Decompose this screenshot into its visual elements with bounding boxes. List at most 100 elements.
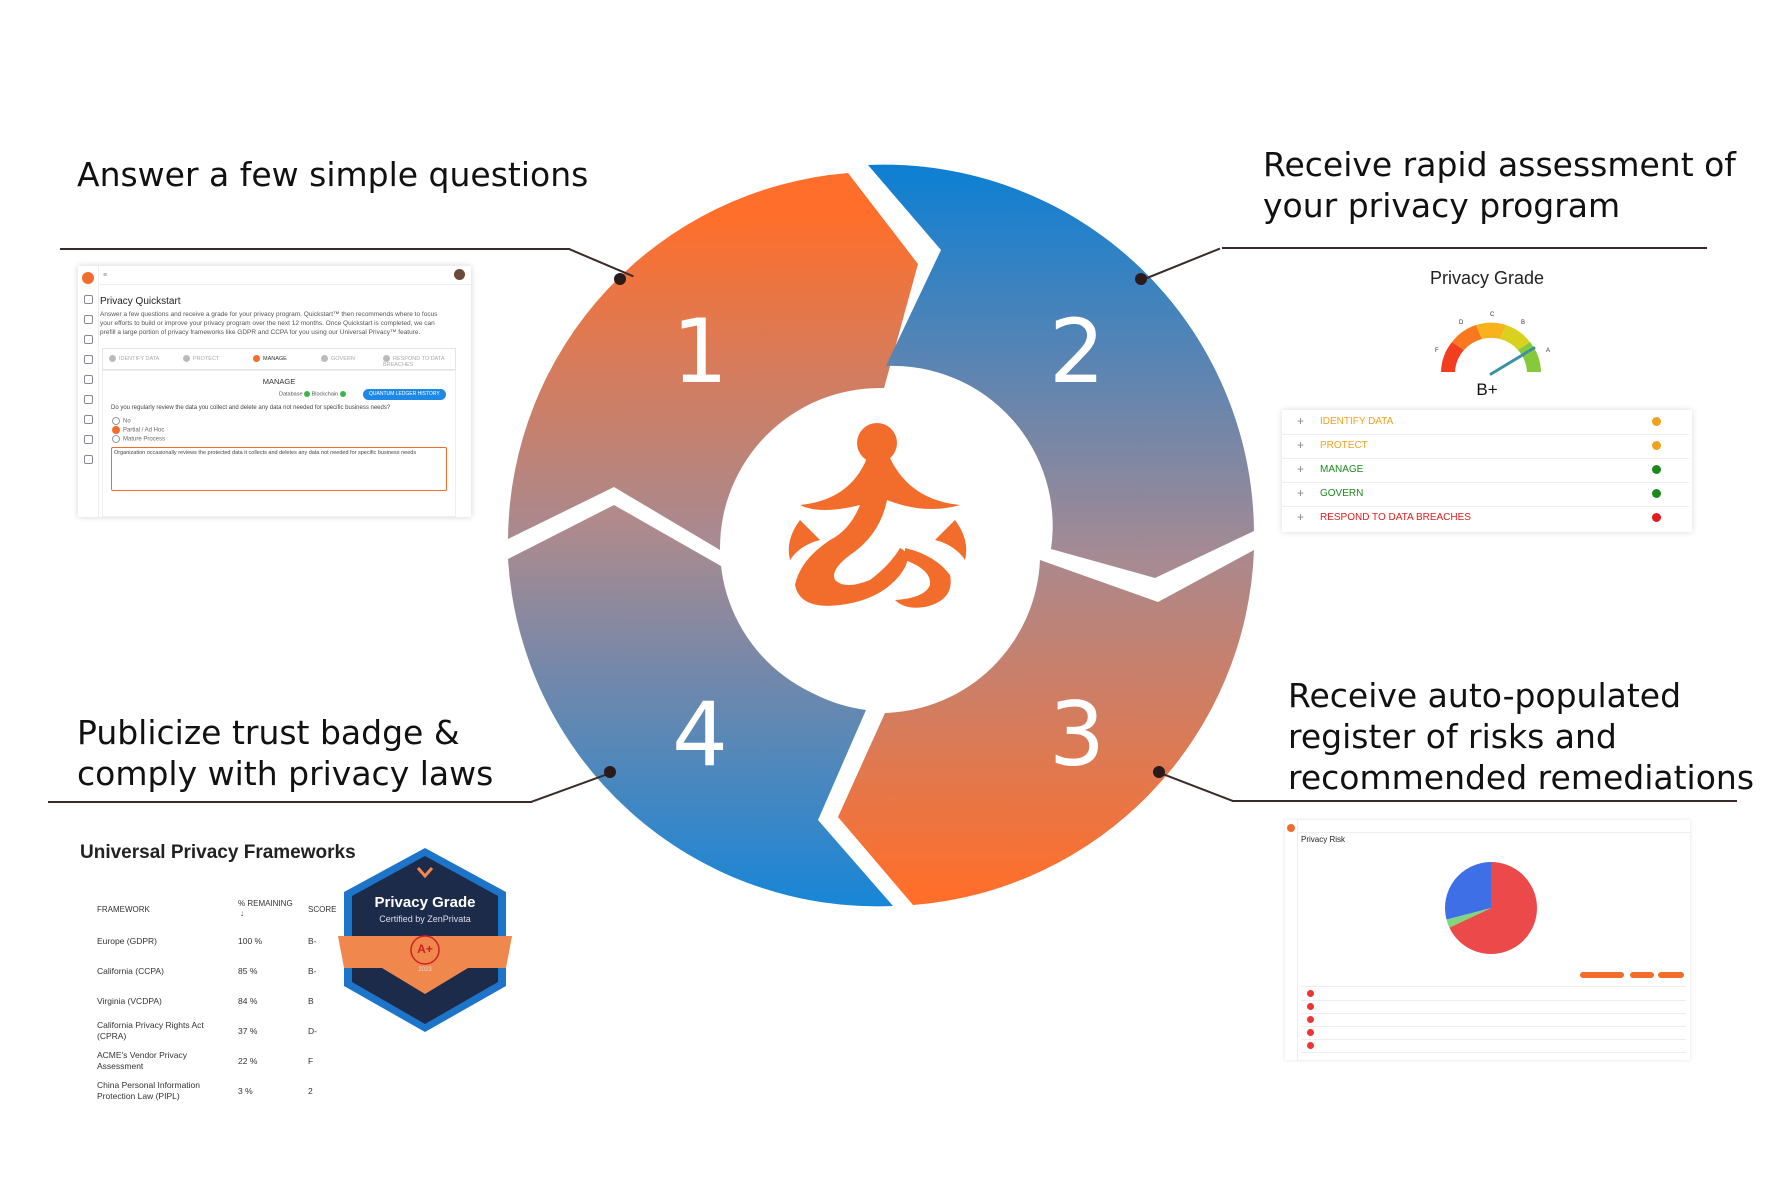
check-icon bbox=[304, 391, 311, 397]
segment-3 bbox=[838, 550, 1254, 905]
step-3-rule bbox=[1232, 800, 1737, 802]
pie-chart-icon bbox=[1445, 862, 1537, 954]
framework-name[interactable]: California (CCPA) bbox=[97, 966, 164, 976]
step-4-number: 4 bbox=[672, 683, 728, 786]
stepper-step-active[interactable]: MANAGE bbox=[253, 355, 287, 362]
nav-icon[interactable] bbox=[83, 295, 93, 304]
stepper-step[interactable]: IDENTIFY DATA bbox=[109, 355, 159, 362]
header-framework[interactable]: FRAMEWORK bbox=[97, 905, 150, 914]
nav-icon[interactable] bbox=[83, 455, 93, 464]
badge-title: Privacy Grade bbox=[374, 894, 476, 911]
badge-subtitle: Certified by ZenPrivata bbox=[379, 914, 471, 924]
table-row[interactable] bbox=[1301, 1013, 1686, 1014]
status-dot bbox=[1652, 513, 1661, 522]
expand-icon[interactable]: + bbox=[1297, 462, 1305, 476]
ledger-status: Database Blockchain bbox=[279, 391, 346, 397]
expand-icon[interactable]: + bbox=[1297, 486, 1305, 500]
nav-icon[interactable] bbox=[83, 435, 93, 444]
grade-row-manage[interactable]: +MANAGE bbox=[1282, 458, 1689, 483]
step-4-marker bbox=[604, 766, 616, 778]
framework-name[interactable]: Europe (GDPR) bbox=[97, 936, 157, 946]
quickstart-sidebar bbox=[78, 266, 99, 517]
gauge-icon: F D C B A bbox=[1435, 312, 1550, 376]
nav-icon[interactable] bbox=[83, 315, 93, 324]
expand-icon[interactable]: + bbox=[1297, 414, 1305, 428]
option-mature[interactable]: Mature Process bbox=[112, 435, 165, 443]
section-title: MANAGE bbox=[262, 377, 296, 386]
table-row[interactable] bbox=[1301, 1026, 1686, 1027]
option-partial[interactable]: Partial / Ad Hoc bbox=[112, 426, 164, 434]
stepper-step[interactable]: GOVERN bbox=[321, 355, 355, 362]
framework-score: B bbox=[308, 996, 314, 1006]
grade-title: Privacy Grade bbox=[1429, 268, 1545, 288]
framework-name[interactable]: Virginia (VCDPA) bbox=[97, 996, 162, 1006]
header-remaining[interactable]: % REMAINING bbox=[238, 899, 293, 908]
step-3-number: 3 bbox=[1049, 683, 1105, 786]
risk-title: Privacy Risk bbox=[1301, 835, 1346, 844]
risk-row-indicator[interactable] bbox=[1307, 1016, 1314, 1023]
avatar[interactable] bbox=[454, 269, 465, 280]
import-button[interactable] bbox=[1658, 972, 1684, 978]
table-row[interactable] bbox=[1301, 1000, 1686, 1001]
grade-row-protect[interactable]: +PROTECT bbox=[1282, 434, 1689, 459]
frameworks-title: Universal Privacy Frameworks bbox=[80, 842, 356, 863]
risk-row-indicator[interactable] bbox=[1307, 1029, 1314, 1036]
add-risk-button[interactable] bbox=[1580, 972, 1624, 978]
step-1-heading: Answer a few simple questions bbox=[77, 155, 589, 194]
meditation-logo bbox=[788, 423, 967, 608]
risk-row-indicator[interactable] bbox=[1307, 1042, 1314, 1049]
status-dot bbox=[1652, 465, 1661, 474]
step-1-marker bbox=[614, 273, 626, 285]
step-2-rule bbox=[1222, 247, 1707, 249]
risk-row-indicator[interactable] bbox=[1307, 990, 1314, 997]
quickstart-stepper: IDENTIFY DATA PROTECT MANAGE GOVERN RESP… bbox=[102, 348, 456, 370]
ledger-history-button[interactable]: QUANTUM LEDGER HISTORY bbox=[363, 389, 446, 400]
framework-score: 2 bbox=[308, 1086, 313, 1096]
stepper-step[interactable]: PROTECT bbox=[183, 355, 219, 362]
nav-icon[interactable] bbox=[83, 355, 93, 364]
step-1-number: 1 bbox=[672, 300, 728, 403]
expand-icon[interactable]: + bbox=[1297, 510, 1305, 524]
notes-field[interactable]: Organization occasionally reviews the pr… bbox=[111, 447, 447, 491]
step-4-heading: Publicize trust badge & comply with priv… bbox=[77, 713, 494, 793]
segment-1 bbox=[508, 173, 918, 550]
framework-score: B- bbox=[308, 936, 317, 946]
framework-name[interactable]: California Privacy Rights Act (CPRA) bbox=[97, 1020, 204, 1041]
question-text: Do you regularly review the data you col… bbox=[111, 405, 391, 411]
table-row[interactable] bbox=[1301, 1039, 1686, 1040]
export-button[interactable] bbox=[1630, 972, 1654, 978]
nav-icon[interactable] bbox=[83, 395, 93, 404]
database-label: Database bbox=[279, 391, 303, 398]
segment-4 bbox=[508, 505, 893, 907]
table-row[interactable] bbox=[1301, 1052, 1686, 1053]
svg-text:C: C bbox=[1490, 312, 1495, 318]
nav-icon[interactable] bbox=[83, 375, 93, 384]
nav-icon[interactable] bbox=[83, 335, 93, 344]
app-logo-icon bbox=[1287, 824, 1295, 832]
grade-category-list: +IDENTIFY DATA +PROTECT +MANAGE +GOVERN … bbox=[1282, 410, 1692, 532]
expand-icon[interactable]: + bbox=[1297, 438, 1305, 452]
stepper-step[interactable]: RESPOND TO DATA BREACHES bbox=[383, 355, 445, 368]
sort-arrow-icon[interactable]: ↓ bbox=[240, 909, 244, 918]
status-dot bbox=[1652, 441, 1661, 450]
framework-name[interactable]: ACME's Vendor Privacy Assessment bbox=[97, 1050, 187, 1071]
blockchain-label: Blockchain bbox=[311, 391, 339, 398]
privacy-grade-screenshot: Privacy Grade F D C B A B+ +IDENTIFY DAT… bbox=[1282, 264, 1692, 534]
nav-icon[interactable] bbox=[83, 415, 93, 424]
step-3-marker bbox=[1153, 766, 1165, 778]
menu-icon[interactable]: ≡ bbox=[103, 272, 108, 279]
framework-name[interactable]: China Personal Information Protection La… bbox=[97, 1080, 201, 1101]
table-header bbox=[1301, 986, 1686, 987]
header-score[interactable]: SCORE bbox=[308, 905, 337, 914]
grade-row-respond[interactable]: +RESPOND TO DATA BREACHES bbox=[1282, 506, 1689, 530]
option-no[interactable]: No bbox=[112, 417, 131, 425]
risk-row-indicator[interactable] bbox=[1307, 1003, 1314, 1010]
framework-remaining: 37 % bbox=[238, 1026, 258, 1036]
quickstart-title: Privacy Quickstart bbox=[100, 296, 181, 307]
grade-row-identify[interactable]: +IDENTIFY DATA bbox=[1282, 410, 1689, 435]
app-logo-icon bbox=[82, 272, 94, 284]
framework-remaining: 84 % bbox=[238, 996, 258, 1006]
step-2-marker bbox=[1135, 273, 1147, 285]
grade-row-govern[interactable]: +GOVERN bbox=[1282, 482, 1689, 507]
